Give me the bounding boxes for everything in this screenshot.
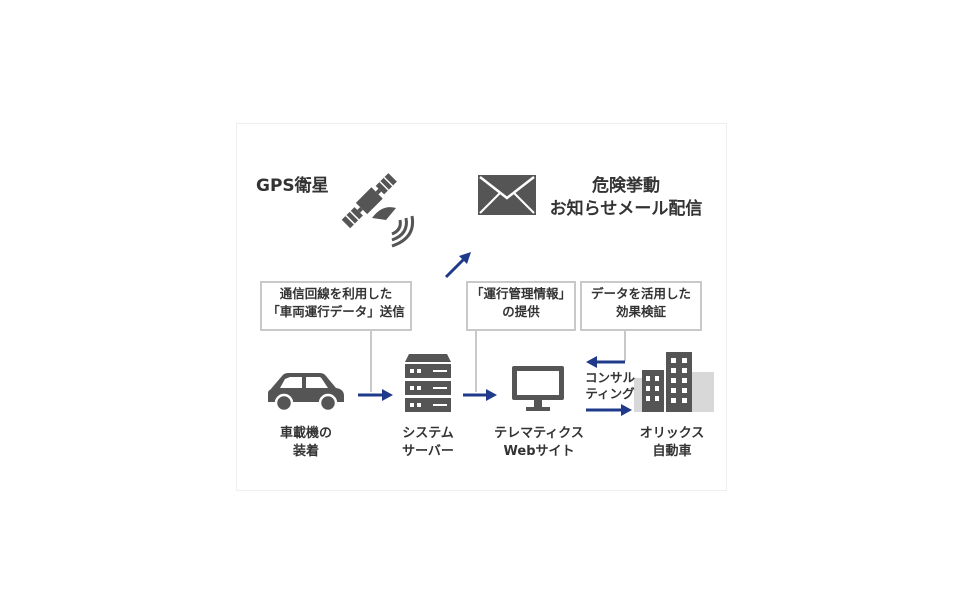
gps-label: GPS衛星: [256, 176, 329, 196]
alert-line-2: お知らせメール配信: [549, 199, 703, 219]
envelope-icon: [478, 175, 536, 215]
server-icon: [405, 354, 451, 412]
server-label-line-1: システム: [402, 426, 454, 441]
callout-effect-verify-line-1: データを活用した: [590, 286, 691, 301]
web-label-line-1: テレマティクス: [494, 426, 584, 441]
satellite-icon: [341, 173, 415, 248]
callout-effect-verify: データを活用した 効果検証: [580, 281, 702, 331]
arrow-to-alert: [444, 252, 471, 279]
consulting-line-1: コンサル: [584, 370, 635, 385]
orix-label-line-2: 自動車: [652, 444, 692, 459]
callout-data-send-line-1: 通信回線を利用した: [279, 286, 393, 301]
car-icon: [268, 373, 344, 413]
building-icon: [634, 352, 714, 412]
car-label-line-2: 装着: [292, 444, 319, 459]
arrow-car-to-server: [358, 389, 393, 401]
alert-line-1: 危険挙動: [592, 176, 660, 196]
callout-effect-verify-line-2: 効果検証: [615, 304, 666, 319]
car-label-line-1: 車載機の: [279, 426, 332, 441]
monitor-icon: [512, 366, 564, 411]
web-label-line-2: Webサイト: [503, 444, 575, 459]
consulting-line-2: ティング: [585, 386, 635, 401]
callout-info-provide-line-1: 「運行管理情報」: [470, 286, 571, 301]
callout-info-provide: 「運行管理情報」 の提供: [466, 281, 576, 331]
callout-info-provide-line-2: の提供: [502, 304, 540, 319]
server-label-line-2: サーバー: [402, 444, 454, 459]
arrow-server-to-web: [463, 389, 497, 401]
arrow-orix-to-web: [586, 356, 625, 368]
orix-label-line-1: オリックス: [639, 426, 705, 441]
arrow-web-to-orix: [586, 404, 632, 416]
callout-data-send-line-2: 「車両運行データ」送信: [267, 304, 405, 319]
callout-data-send: 通信回線を利用した 「車両運行データ」送信: [260, 281, 412, 331]
